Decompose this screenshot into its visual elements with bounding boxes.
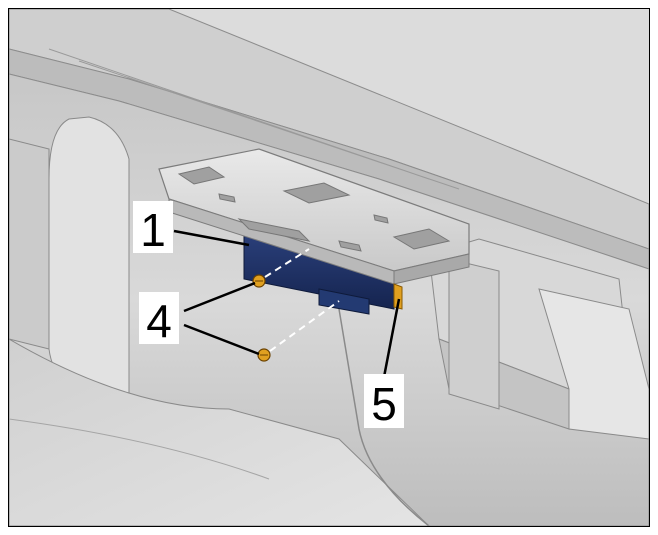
installation-diagram: 1 4 5 xyxy=(9,9,649,526)
bracket-side xyxy=(393,253,470,285)
seal-strip xyxy=(393,283,403,310)
floor-panel xyxy=(9,338,430,526)
module-tab xyxy=(318,288,370,315)
svg-text:5: 5 xyxy=(371,378,397,430)
bracket-slot xyxy=(373,214,389,224)
leader-line-4a xyxy=(183,281,256,313)
right-recess xyxy=(538,288,649,440)
callout-5: 5 xyxy=(364,374,404,430)
diagram-frame: 1 4 5 xyxy=(8,8,650,527)
callout-4: 4 xyxy=(139,292,179,347)
floor-crease xyxy=(338,308,430,526)
bracket-slot xyxy=(338,240,362,252)
bracket-slot xyxy=(237,218,311,242)
bracket-slot xyxy=(177,166,226,185)
callout-1: 1 xyxy=(133,201,173,256)
left-recess xyxy=(48,116,130,400)
bracket-slot xyxy=(282,182,351,204)
bracket-slot xyxy=(218,193,236,203)
left-edge-panel xyxy=(9,138,50,350)
floor-contour xyxy=(9,418,270,480)
screw-lower xyxy=(257,348,271,362)
svg-text:1: 1 xyxy=(140,204,166,256)
sill-lines xyxy=(48,48,460,190)
assembly-line-upper xyxy=(264,248,310,278)
right-pillar xyxy=(448,258,500,410)
bracket-slot xyxy=(392,228,451,250)
svg-text:4: 4 xyxy=(146,295,172,347)
leader-line-4b xyxy=(183,323,260,356)
leader-line-5 xyxy=(382,298,401,378)
leader-line-1 xyxy=(173,229,250,247)
assembly-line-lower xyxy=(269,300,340,352)
screw-upper xyxy=(252,274,266,288)
